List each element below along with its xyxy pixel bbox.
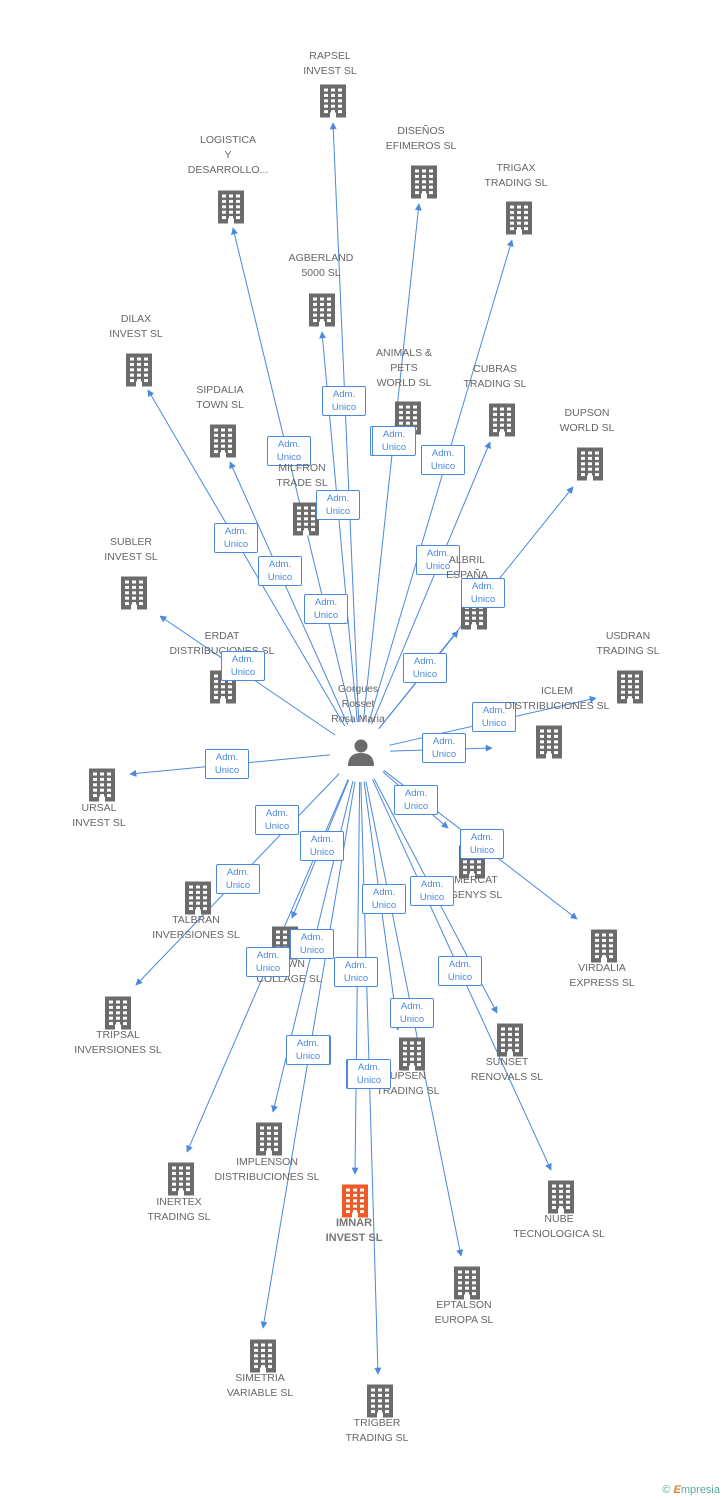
building-icon-inertex [168, 1162, 194, 1196]
role-badge-sunset[interactable]: Adm. Unico [438, 956, 482, 986]
building-icon-rapsel [320, 84, 346, 118]
edge-dilax [147, 389, 346, 727]
role-badge-virdalia[interactable]: Adm. Unico [460, 829, 504, 859]
role-badge-usdran[interactable]: Adm. Unico [472, 702, 516, 732]
role-badge-extra-1[interactable]: Adm. Unico [286, 1035, 330, 1065]
building-icon-cubras [489, 403, 515, 437]
company-label-agberland[interactable]: AGBERLAND 5000 SL [288, 252, 354, 279]
company-label-milfron[interactable]: MILFRON TRADE SL [276, 462, 328, 489]
building-icon-trigber [367, 1384, 393, 1418]
role-badge-dilax[interactable]: Adm. Unico [214, 523, 258, 553]
company-label-albril[interactable]: ALBRIL ESPAÑA [446, 554, 488, 581]
company-label-sipdalia[interactable]: SIPDALIA TOWN SL [196, 384, 244, 411]
company-label-iclem[interactable]: ICLEM DISTRIBUCIONES SL [504, 685, 610, 712]
building-icon-implenson [256, 1122, 282, 1156]
role-badge-upsen[interactable]: Adm. Unico [362, 884, 406, 914]
center-person-label[interactable]: Gorgues Rosset Rosa Maria [331, 683, 385, 725]
building-icon-iclem [536, 725, 562, 759]
company-label-imnar[interactable]: IMNAR INVEST SL [325, 1217, 383, 1244]
company-label-nube[interactable]: NUBE TECNOLOGICA SL [513, 1213, 605, 1240]
edge-trigax [368, 239, 514, 724]
building-icon-eptalson [454, 1266, 480, 1300]
company-label-usdran[interactable]: USDRAN TRADING SL [596, 630, 660, 657]
role-badge-trigax[interactable]: Adm. Unico [421, 445, 465, 475]
role-badge-dupson[interactable]: Adm. Unico [461, 578, 505, 608]
building-icon-logistica [218, 190, 244, 224]
company-label-tripsal[interactable]: TRIPSAL INVERSIONES SL [74, 1029, 162, 1056]
role-badge-implenson[interactable]: Adm. Unico [290, 929, 334, 959]
company-label-dupson[interactable]: DUPSON WORLD SL [559, 407, 615, 434]
role-badge-logistica[interactable]: Adm. Unico [267, 436, 311, 466]
role-badge-eptalson[interactable]: Adm. Unico [390, 998, 434, 1028]
building-icon-dupson [577, 447, 603, 481]
role-badge-cubras[interactable]: Adm. Unico [416, 545, 460, 575]
building-icon-agberland [309, 293, 335, 327]
company-label-trigax[interactable]: TRIGAX TRADING SL [484, 162, 548, 189]
role-badge-inertex[interactable]: Adm. Unico [246, 947, 290, 977]
role-badge-tripsal[interactable]: Adm. Unico [216, 864, 260, 894]
role-badge-nube[interactable]: Adm. Unico [410, 876, 454, 906]
building-icon-nube [548, 1180, 574, 1214]
role-badge-town[interactable]: Adm. Unico [300, 831, 344, 861]
role-badge-ursal[interactable]: Adm. Unico [205, 749, 249, 779]
edge-disenos [362, 203, 422, 723]
company-label-trigber[interactable]: TRIGBER TRADING SL [345, 1417, 409, 1444]
company-label-mercat[interactable]: MERCAT GENYS SL [449, 874, 503, 901]
building-icon-milfron [293, 502, 319, 536]
company-label-simetria[interactable]: SIMETRIA VARIABLE SL [226, 1372, 294, 1399]
edge-sipdalia [229, 461, 349, 725]
role-badge-sipdalia[interactable]: Adm. Unico [258, 556, 302, 586]
building-icon-imnar [342, 1184, 368, 1218]
role-badge-agberland[interactable]: Adm. Unico [316, 490, 360, 520]
role-badge-albril[interactable]: Adm. Unico [403, 653, 447, 683]
company-label-cubras[interactable]: CUBRAS TRADING SL [463, 363, 527, 390]
role-badge-extra-0[interactable]: Adm. Unico [347, 1059, 391, 1089]
company-label-subler[interactable]: SUBLER INVEST SL [104, 536, 158, 563]
building-icon-sipdalia [210, 424, 236, 458]
building-icon-subler [121, 576, 147, 610]
edge-logistica [231, 227, 354, 723]
brand-initial: E [673, 1484, 681, 1496]
role-badge-milfron[interactable]: Adm. Unico [304, 594, 348, 624]
building-icon-virdalia [591, 929, 617, 963]
building-icon-sunset [497, 1023, 523, 1057]
building-icon-dilax [126, 353, 152, 387]
company-label-rapsel[interactable]: RAPSEL INVEST SL [303, 50, 357, 77]
credit: © Empresia [662, 1484, 720, 1496]
role-badge-imnar[interactable]: Adm. Unico [334, 957, 378, 987]
role-badge-iclem[interactable]: Adm. Unico [422, 733, 466, 763]
brand-name: mpresia [680, 1484, 720, 1496]
edge-rapsel [329, 122, 360, 723]
role-badge-erdat[interactable]: Adm. Unico [221, 651, 265, 681]
role-badge-talbran[interactable]: Adm. Unico [255, 805, 299, 835]
company-label-ursal[interactable]: URSAL INVEST SL [72, 802, 126, 829]
copyright-symbol: © [662, 1484, 671, 1496]
company-label-disenos[interactable]: DISEÑOS EFIMEROS SL [385, 125, 457, 152]
building-icon-trigax [506, 201, 532, 235]
graph-nodes [89, 84, 643, 1418]
company-label-dilax[interactable]: DILAX INVEST SL [109, 313, 163, 340]
role-badge-rapsel[interactable]: Adm. Unico [322, 386, 366, 416]
role-badge-animals[interactable]: Adm. Unico [372, 426, 416, 456]
company-label-talbran[interactable]: TALBRAN INVERSIONES SL [152, 914, 240, 941]
company-label-implenson[interactable]: IMPLENSON DISTRIBUCIONES SL [214, 1156, 320, 1183]
building-icon-simetria [250, 1339, 276, 1373]
company-label-eptalson[interactable]: EPTALSON EUROPA SL [434, 1299, 494, 1326]
building-icon-tripsal [105, 996, 131, 1030]
company-label-virdalia[interactable]: VIRDALIA EXPRESS SL [569, 962, 635, 989]
building-icon-disenos [411, 165, 437, 199]
edge-cubras [371, 441, 491, 725]
company-label-inertex[interactable]: INERTEX TRADING SL [147, 1196, 211, 1223]
company-label-sunset[interactable]: SUNSET RENOVALS SL [470, 1056, 544, 1083]
company-label-logistica[interactable]: LOGISTICA Y DESARROLLO... [187, 134, 269, 176]
company-label-animals[interactable]: ANIMALS & PETS WORLD SL [375, 347, 433, 389]
role-badge-mercat[interactable]: Adm. Unico [394, 785, 438, 815]
person-icon [348, 739, 374, 766]
building-icon-upsen [399, 1037, 425, 1071]
building-icon-talbran [185, 881, 211, 915]
building-icon-usdran [617, 670, 643, 704]
building-icon-ursal [89, 768, 115, 802]
